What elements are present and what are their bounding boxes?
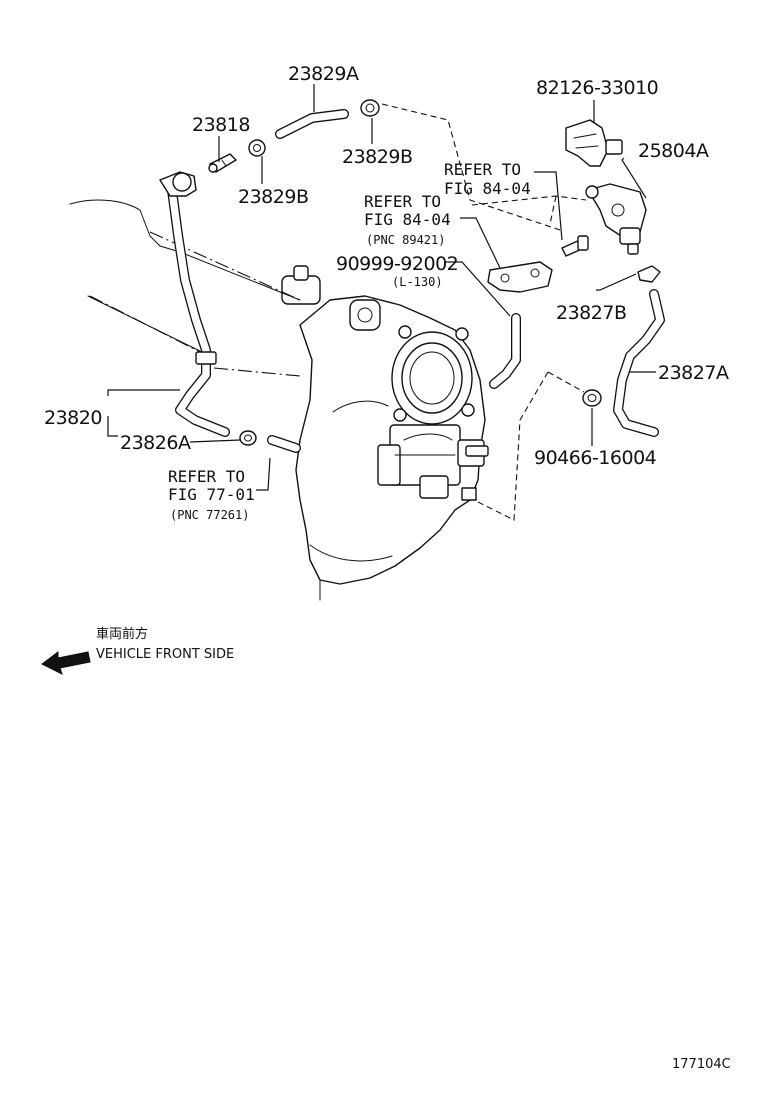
label-23827A: 23827A — [658, 362, 729, 384]
arrow-left-icon — [41, 651, 91, 675]
label-refer-to-2: REFER TO — [364, 192, 441, 211]
label-fig-84-04-2: FIG 84-04 — [364, 210, 451, 229]
label-pnc-77261: (PNC 77261) — [170, 508, 249, 522]
clip-23829B-upper — [360, 99, 380, 117]
label-pnc-89421: (PNC 89421) — [366, 233, 445, 247]
front-label-en: VEHICLE FRONT SIDE — [96, 647, 234, 662]
hose-23829A — [275, 109, 349, 139]
label-23829B-upper: 23829B — [342, 146, 412, 168]
label-refer-to-3: REFER TO — [168, 467, 245, 486]
label-23818: 23818 — [192, 114, 250, 136]
label-refer-to-1: REFER TO — [444, 160, 521, 179]
front-label-jp: 車両前方 — [96, 626, 148, 642]
bracket — [487, 261, 553, 293]
hose-90999 — [489, 313, 521, 389]
figure-id: 177104C — [672, 1057, 731, 1072]
label-23829B-lower: 23829B — [238, 186, 308, 208]
part-labels: 23829A 23818 23829B 23829B 82126-33010 2… — [44, 63, 729, 522]
clip-23829B-lower — [248, 139, 266, 157]
valve-25804A — [585, 183, 647, 255]
clip-90466 — [582, 389, 602, 407]
label-90466-16004: 90466-16004 — [534, 447, 657, 469]
engine-throttle-body-illustration — [281, 265, 489, 601]
label-23826A: 23826A — [120, 432, 191, 454]
bolt — [561, 235, 589, 257]
hose-23827A — [613, 289, 665, 437]
leader-lines — [107, 84, 656, 491]
hose-ref-fig-77-01 — [267, 435, 301, 453]
fitting-23827B — [637, 265, 661, 283]
label-90999-92002: 90999-92002 — [336, 253, 458, 275]
hose-23820 — [159, 171, 230, 437]
label-fig-77-01: FIG 77-01 — [168, 485, 255, 504]
label-l-130: (L-130) — [392, 275, 443, 289]
union-23818 — [208, 153, 237, 173]
vehicle-front-indicator: 車両前方 VEHICLE FRONT SIDE — [41, 626, 234, 675]
label-25804A: 25804A — [638, 140, 709, 162]
label-23820: 23820 — [44, 407, 102, 429]
label-fig-84-04-1: FIG 84-04 — [444, 179, 531, 198]
label-23829A: 23829A — [288, 63, 359, 85]
label-23827B: 23827B — [556, 302, 626, 324]
label-82126-33010: 82126-33010 — [536, 77, 658, 99]
connector-82126 — [565, 119, 623, 167]
clip-23826A — [239, 430, 257, 446]
